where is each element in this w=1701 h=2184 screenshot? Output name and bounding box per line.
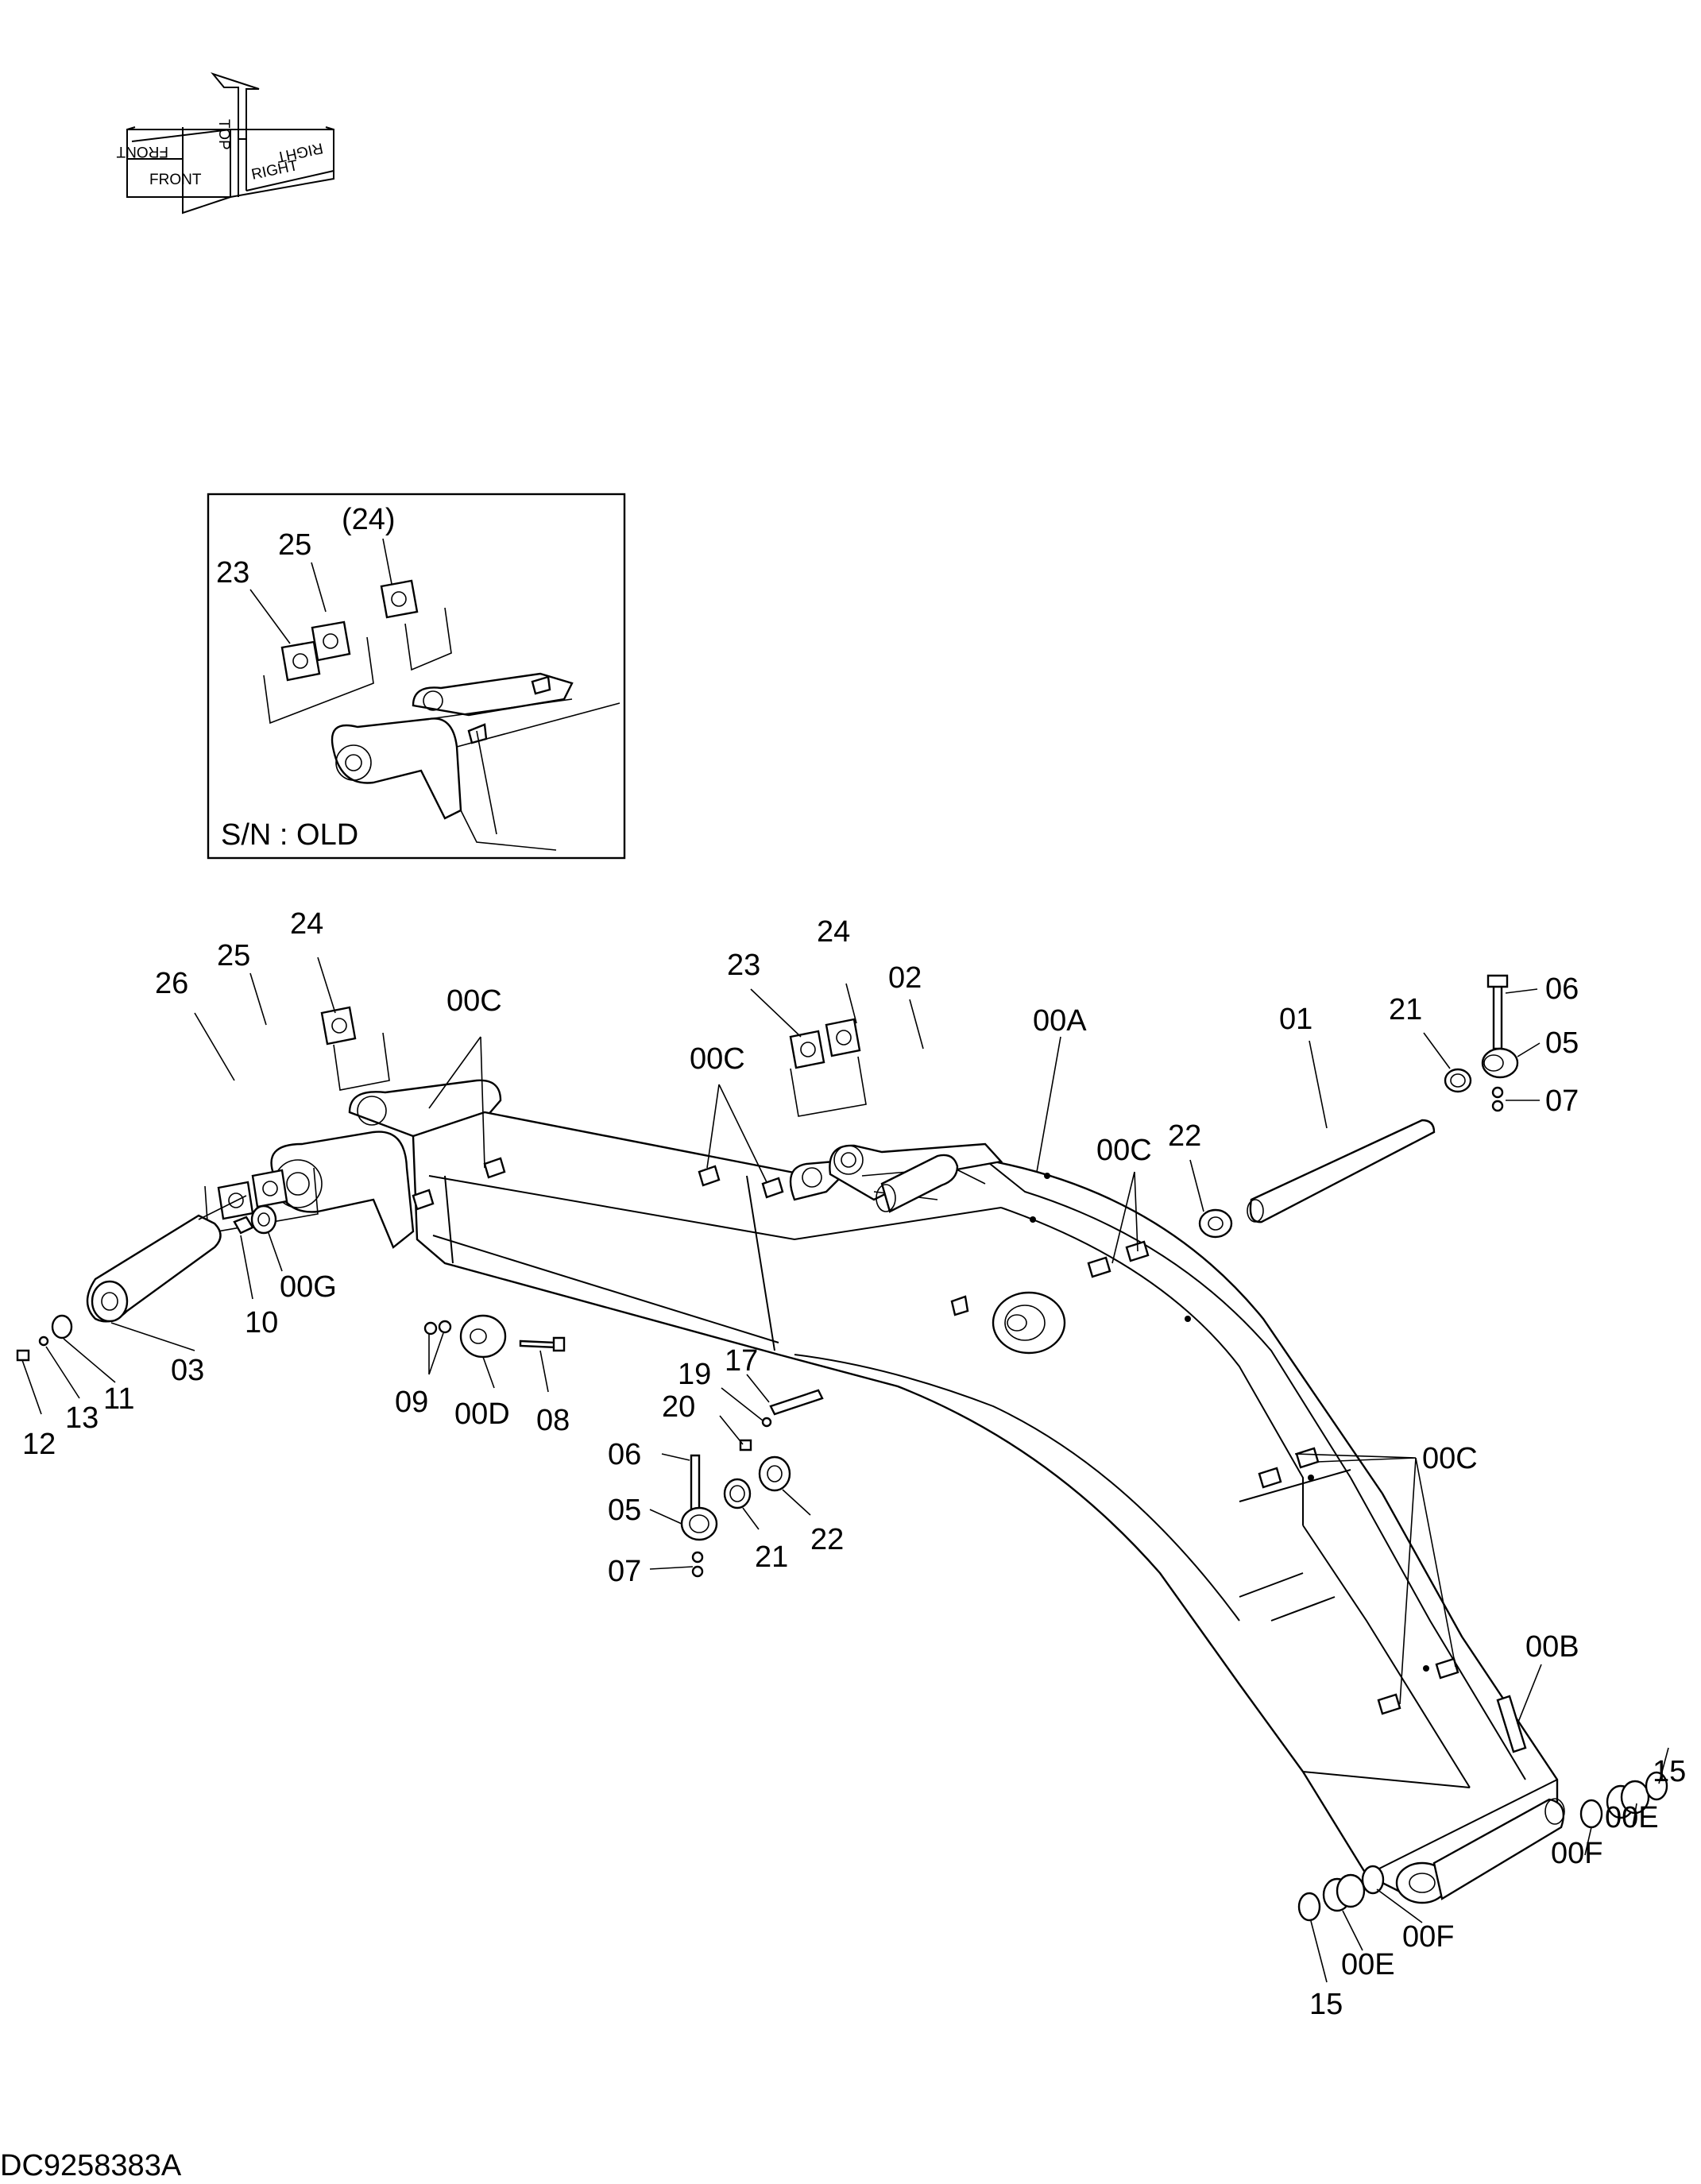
- callout-00C-low: 00C: [1422, 1442, 1478, 1475]
- leader-lines: [21, 957, 1669, 1983]
- callout-21-bottom: 21: [755, 1540, 788, 1574]
- callout-26: 26: [155, 967, 188, 1000]
- callout-13: 13: [65, 1401, 99, 1435]
- callout-06-top: 06: [1545, 972, 1579, 1006]
- callout-24-mid: 24: [817, 915, 850, 949]
- svg-text:RIGHT: RIGHT: [275, 139, 325, 165]
- svg-text:FRONT: FRONT: [116, 143, 168, 160]
- callout-05-top: 05: [1545, 1026, 1579, 1060]
- callout-24-left: 24: [290, 907, 323, 941]
- callout-labels: 24 25 26 00C 24 23 02 00C 00A 21 06 05 0…: [22, 907, 1686, 2021]
- callout-00E-bottom: 00E: [1341, 1948, 1395, 1981]
- callout-19: 19: [678, 1358, 711, 1391]
- orientation-top-label: TOP: [215, 119, 232, 150]
- callout-01: 01: [1279, 1003, 1312, 1036]
- boom-assembly: [270, 1079, 1565, 1904]
- loose-parts: [16, 974, 1668, 1922]
- callout-10: 10: [245, 1306, 278, 1339]
- callout-03: 03: [171, 1354, 204, 1387]
- callout-05-bottom: 05: [608, 1494, 641, 1527]
- callout-15-bottom: 15: [1309, 1988, 1343, 2021]
- callout-20: 20: [662, 1390, 695, 1424]
- callout-00D: 00D: [454, 1397, 510, 1431]
- callout-22-bottom: 22: [810, 1523, 844, 1556]
- callout-07-top: 07: [1545, 1084, 1579, 1118]
- callout-22-top: 22: [1168, 1119, 1201, 1153]
- callout-00C-left: 00C: [447, 984, 502, 1018]
- callout-21-top: 21: [1389, 993, 1422, 1026]
- callout-00C-mid: 00C: [690, 1042, 745, 1076]
- inset-caption: S/N : OLD: [221, 818, 358, 852]
- inset-label-23: 23: [216, 556, 249, 589]
- callout-00G: 00G: [280, 1270, 337, 1304]
- orientation-symbol: FRONT TOP RIGHT FRONT RIGHT: [116, 72, 334, 215]
- callout-00B: 00B: [1525, 1630, 1579, 1664]
- callout-15-right: 15: [1653, 1755, 1686, 1788]
- callout-00F-right: 00F: [1551, 1837, 1602, 1870]
- inset-label-24: (24): [342, 503, 396, 536]
- callout-00F-bottom: 00F: [1402, 1920, 1454, 1954]
- callout-25-left: 25: [217, 939, 250, 972]
- inset-old-serial: 23 25 (24) S/N : OLD: [207, 493, 626, 860]
- callout-12: 12: [22, 1428, 56, 1461]
- callout-07-bottom: 07: [608, 1555, 641, 1588]
- callout-11: 11: [103, 1382, 134, 1416]
- drawing-id: DC9258383A: [0, 2149, 182, 2182]
- callout-06-bottom: 06: [608, 1438, 641, 1471]
- callout-17: 17: [725, 1344, 758, 1378]
- callout-08: 08: [536, 1404, 570, 1437]
- callout-23-mid: 23: [727, 949, 760, 982]
- callout-00C-right: 00C: [1096, 1134, 1152, 1167]
- callout-00A: 00A: [1033, 1004, 1087, 1038]
- callout-00E-right: 00E: [1605, 1801, 1659, 1834]
- callout-02: 02: [888, 961, 922, 995]
- inset-label-25: 25: [278, 528, 311, 562]
- callout-09: 09: [395, 1386, 428, 1419]
- orientation-front-label: FRONT: [149, 172, 202, 188]
